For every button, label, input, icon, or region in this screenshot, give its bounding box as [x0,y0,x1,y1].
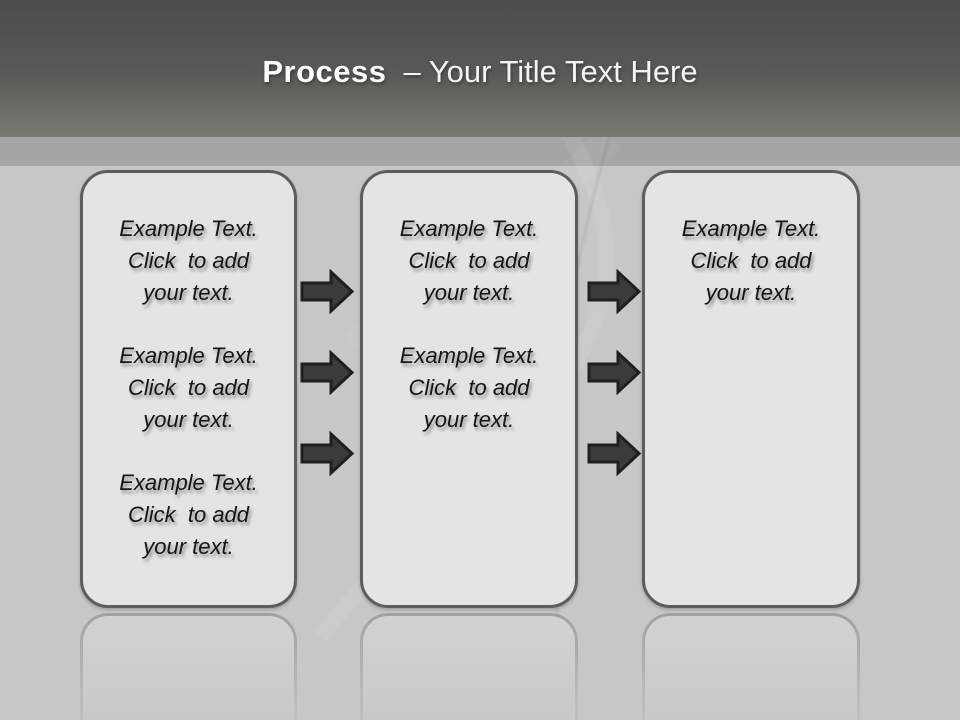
right-arrow-icon[interactable] [300,350,355,395]
box-reflection [360,613,578,720]
slide-title: Process – Your Title Text Here [0,0,960,89]
right-arrow-icon[interactable] [587,350,642,395]
box-reflection [642,613,860,720]
placeholder-text[interactable]: Example Text. Click to add your text. [399,343,539,432]
header-accent-band [0,137,960,166]
process-box-1[interactable]: Example Text. Click to add your text. Ex… [80,170,297,608]
box-reflection [80,613,297,720]
placeholder-text[interactable]: Example Text. Click to add your text. [119,216,258,305]
placeholder-text[interactable]: Example Text. Click to add your text. [119,343,258,432]
placeholder-text[interactable]: Example Text. Click to add your text. [119,470,258,559]
placeholder-text[interactable]: Example Text. Click to add your text. [399,216,539,305]
slide-title-keyword: Process [262,54,387,89]
right-arrow-icon[interactable] [587,431,642,476]
process-box-3[interactable]: Example Text. Click to add your text. [642,170,860,608]
right-arrow-icon[interactable] [300,269,355,314]
right-arrow-icon[interactable] [300,431,355,476]
slide-title-subtitle: – Your Title Text Here [403,54,698,89]
right-arrow-icon[interactable] [587,269,642,314]
slide-header: Process – Your Title Text Here [0,0,960,137]
placeholder-text[interactable]: Example Text. Click to add your text. [681,216,821,305]
process-box-2[interactable]: Example Text. Click to add your text. Ex… [360,170,578,608]
